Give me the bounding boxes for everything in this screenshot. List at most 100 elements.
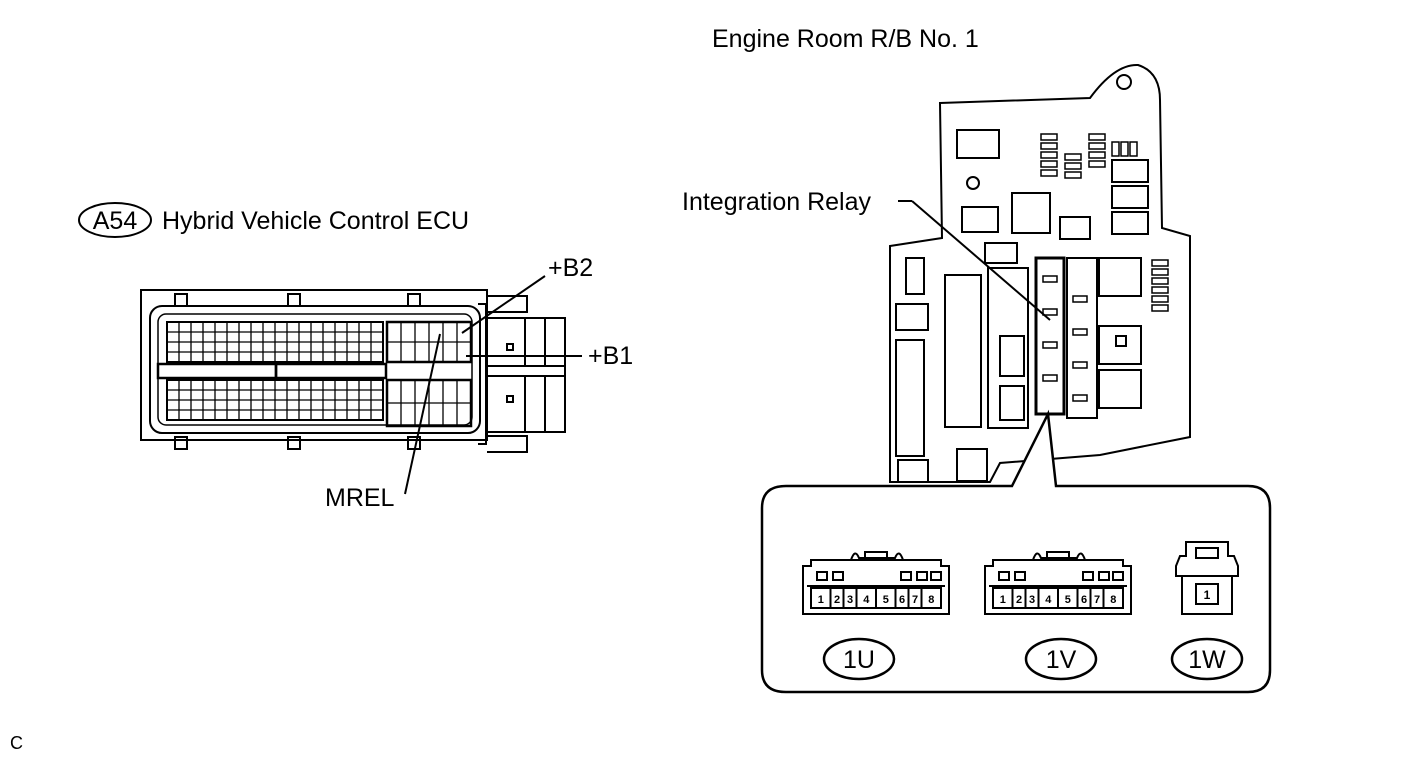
footer-code: C [10, 733, 23, 753]
ecu-connector [140, 289, 566, 453]
mini-fuse [1040, 133, 1058, 141]
mini-fuse [1120, 141, 1129, 157]
ecu-title: Hybrid Vehicle Control ECU [162, 207, 469, 235]
ecu-tab [287, 436, 301, 450]
relay-slot [1111, 185, 1149, 209]
mini-fuse [1040, 151, 1058, 159]
integration-relay-label: Integration Relay [682, 188, 872, 216]
relay-column [987, 267, 1029, 429]
relay-block-outline [889, 63, 1191, 483]
mounting-hole [1116, 74, 1132, 90]
pin-number: 7 [1094, 594, 1100, 606]
terminal-window [998, 571, 1010, 581]
relay-terminal [1072, 295, 1088, 303]
ecu-flange-bottom [487, 435, 528, 453]
relay-leader [911, 200, 1051, 321]
mini-fuse [1151, 286, 1169, 294]
mini-fuse [1151, 304, 1169, 312]
mini-fuse [1064, 162, 1082, 170]
ecu-title-group: A54 Hybrid Vehicle Control ECU [78, 202, 469, 238]
ecu-latch-hole [506, 395, 514, 403]
fuse-slot [956, 129, 1000, 159]
relay-slot [1111, 159, 1149, 183]
mini-fuse [1151, 268, 1169, 276]
pin-cell [1195, 583, 1219, 605]
mini-fuse [1151, 295, 1169, 303]
b2-leader [461, 275, 546, 334]
mini-fuse [1040, 169, 1058, 177]
mini-fuse [1088, 151, 1106, 159]
connector-1w-housing [1175, 541, 1239, 615]
connector-housing [802, 559, 950, 615]
mini-fuse [1040, 160, 1058, 168]
ecu-flange-top [487, 295, 528, 313]
pin-number: 7 [912, 594, 918, 606]
connector-1w-oval [1170, 637, 1244, 681]
connector-1v-code: 1V [1046, 646, 1077, 674]
relay-slot [1111, 211, 1149, 235]
mini-fuse [1151, 277, 1169, 285]
mini-fuse-array [1040, 133, 1169, 402]
pin-number: 3 [1029, 594, 1035, 606]
terminal-window [1082, 571, 1094, 581]
fuse-slot [905, 257, 925, 295]
relay-slot [1011, 192, 1051, 234]
relay-terminal [1072, 328, 1088, 336]
mini-fuse [1040, 142, 1058, 150]
mini-fuse [1064, 171, 1082, 179]
relay-terminal [1072, 394, 1088, 402]
relay-terminal [1042, 275, 1058, 283]
fuse-slot [1059, 216, 1091, 240]
mini-fuse [1088, 133, 1106, 141]
fuse-slot [895, 303, 929, 331]
connector-1u-code: 1U [843, 646, 875, 674]
ecu-housing-inner [149, 305, 481, 434]
connector-housing [984, 559, 1132, 615]
relay-terminal [1042, 374, 1058, 382]
mrel-leader [404, 333, 441, 495]
terminal-window [832, 571, 844, 581]
terminal-window [900, 571, 912, 581]
relay-terminal [1042, 308, 1058, 316]
ecu-divider-bar [274, 362, 388, 380]
pin-number: 6 [1081, 594, 1087, 606]
mini-fuse [1151, 259, 1169, 267]
relay-slot [1098, 257, 1142, 297]
ecu-connector-code: A54 [93, 207, 138, 235]
connector-1w-lock [1195, 547, 1219, 559]
ecu-tab [407, 293, 421, 307]
pin-number: 1 [1000, 594, 1006, 606]
integration-relay-connector [1034, 256, 1066, 416]
fuse-slot [956, 448, 988, 482]
terminal-window [1014, 571, 1026, 581]
connector-code-oval [78, 202, 152, 238]
terminal-mrel-label: MREL [325, 484, 395, 512]
ecu-housing-face [157, 313, 473, 426]
ecu-pin-grid-lines [167, 322, 471, 426]
pin-number: 5 [1065, 594, 1071, 606]
connector-1w-code: 1W [1188, 646, 1226, 674]
fuse-slot [961, 206, 999, 233]
connector-1u-oval [822, 637, 896, 681]
large-relay-slot [944, 274, 982, 428]
pin-number: 2 [834, 594, 840, 606]
pin-number: 6 [899, 594, 905, 606]
pin-number: 8 [928, 594, 934, 606]
pin-number: 8 [1110, 594, 1116, 606]
ecu-latch-frame [478, 303, 487, 445]
terminal-window [916, 571, 928, 581]
relay-slot [895, 339, 925, 457]
mini-fuse [1088, 160, 1106, 168]
terminal-window [816, 571, 828, 581]
connector-1w: 1 [1175, 541, 1239, 615]
terminal-b1-label: +B1 [588, 342, 633, 370]
relay-block-title: Engine Room R/B No. 1 [712, 25, 979, 53]
connector-1v-oval [1024, 637, 1098, 681]
pin-number: 2 [1016, 594, 1022, 606]
ecu-tab [287, 293, 301, 307]
relay-column [1066, 257, 1098, 419]
